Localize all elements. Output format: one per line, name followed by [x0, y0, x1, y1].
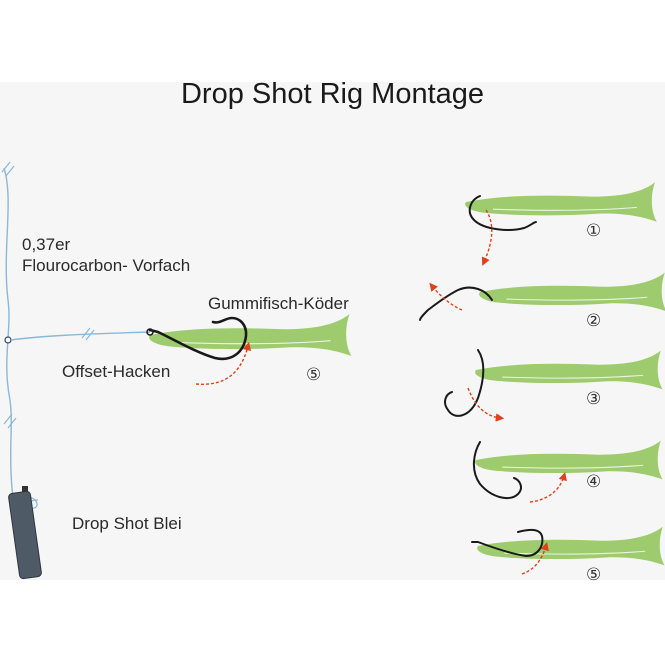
diagram-title: Drop Shot Rig Montage — [180, 78, 485, 110]
step-number-2: ② — [586, 311, 601, 330]
step-2-arrow — [429, 282, 463, 311]
step-number-4: ④ — [586, 472, 601, 491]
hook-label: Offset-Hacken — [62, 362, 170, 381]
step-3-bait — [475, 350, 663, 390]
leader-label-line2: Flourocarbon- Vorfach — [22, 256, 190, 275]
step-1-hook — [468, 195, 537, 231]
step-1-bait — [465, 182, 657, 222]
main-hook — [148, 316, 248, 361]
step-5-bait — [477, 526, 665, 566]
main-step-number: ⑤ — [306, 365, 321, 384]
step-4-bait — [475, 440, 663, 480]
main-arrow — [195, 341, 252, 385]
main-line — [3, 167, 17, 521]
drop-shot-weight — [8, 486, 42, 580]
leader-label-line1: 0,37er — [22, 235, 71, 254]
branch-break-marks — [81, 327, 95, 341]
weight-label: Drop Shot Blei — [72, 514, 182, 533]
step-number-5: ⑤ — [586, 565, 601, 584]
step-4-arrow — [529, 471, 567, 503]
swivel-ring — [4, 336, 12, 344]
step-number-3: ③ — [586, 389, 601, 408]
step-3-arrow — [467, 387, 505, 422]
branch-line — [10, 331, 151, 341]
step-5-hook — [471, 528, 544, 558]
step-2-bait — [479, 272, 665, 312]
bait-label: Gummifisch-Köder — [208, 294, 349, 313]
line-break-marks — [1, 161, 17, 429]
step-4-hook — [473, 441, 522, 500]
step-3-hook — [444, 349, 485, 417]
hook-eye — [146, 328, 154, 336]
step-1-arrow — [481, 209, 493, 266]
step-2-hook — [419, 286, 493, 321]
step-number-1: ① — [586, 221, 601, 240]
main-bait — [149, 314, 352, 356]
